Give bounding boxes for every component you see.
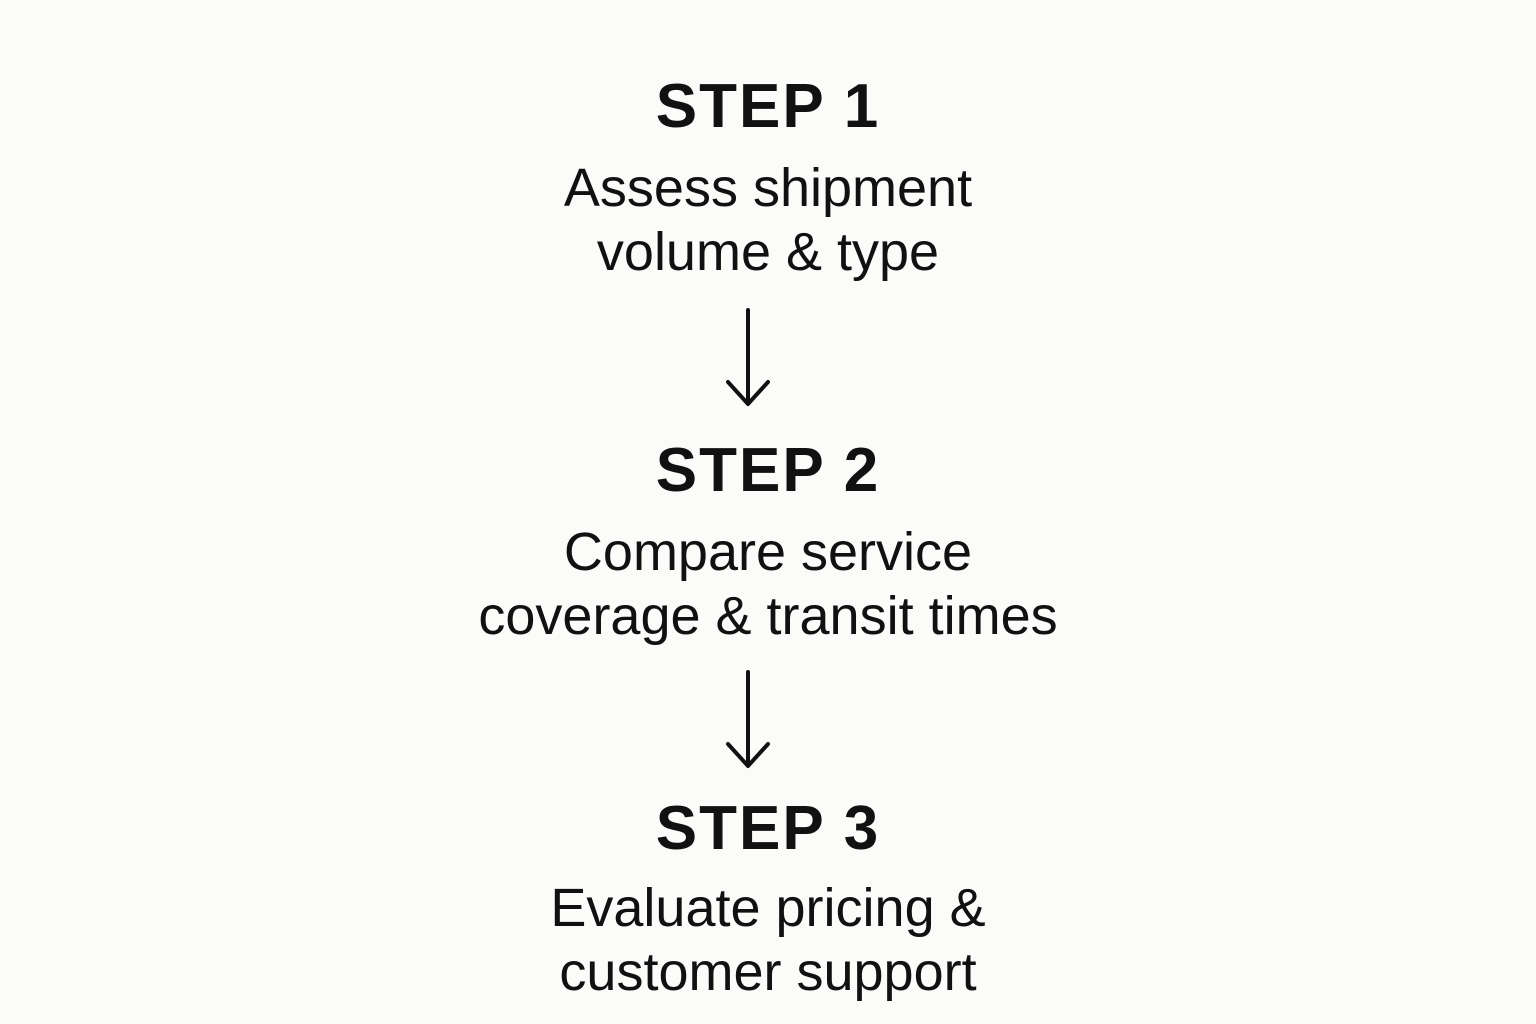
step-3-description-line-1: Evaluate pricing & bbox=[550, 878, 986, 938]
step-3-description: Evaluate pricing & customer support bbox=[0, 876, 1536, 1004]
step-3-description-line-2: customer support bbox=[559, 942, 977, 1002]
step-1-description-line-2: volume & type bbox=[596, 222, 940, 282]
step-2-description-line-2: coverage & transit times bbox=[478, 586, 1058, 646]
step-1-title: STEP 1 bbox=[655, 72, 881, 141]
step-1-description-line-1: Assess shipment bbox=[563, 158, 973, 218]
step-2-description-line-1: Compare service bbox=[563, 522, 973, 582]
down-arrow-icon bbox=[718, 308, 778, 408]
step-2-description: Compare service coverage & transit times bbox=[0, 520, 1536, 648]
step-2-title: STEP 2 bbox=[655, 436, 881, 505]
step-3-title: STEP 3 bbox=[655, 794, 881, 863]
down-arrow-icon bbox=[718, 670, 778, 770]
step-1-description: Assess shipment volume & type bbox=[0, 156, 1536, 284]
